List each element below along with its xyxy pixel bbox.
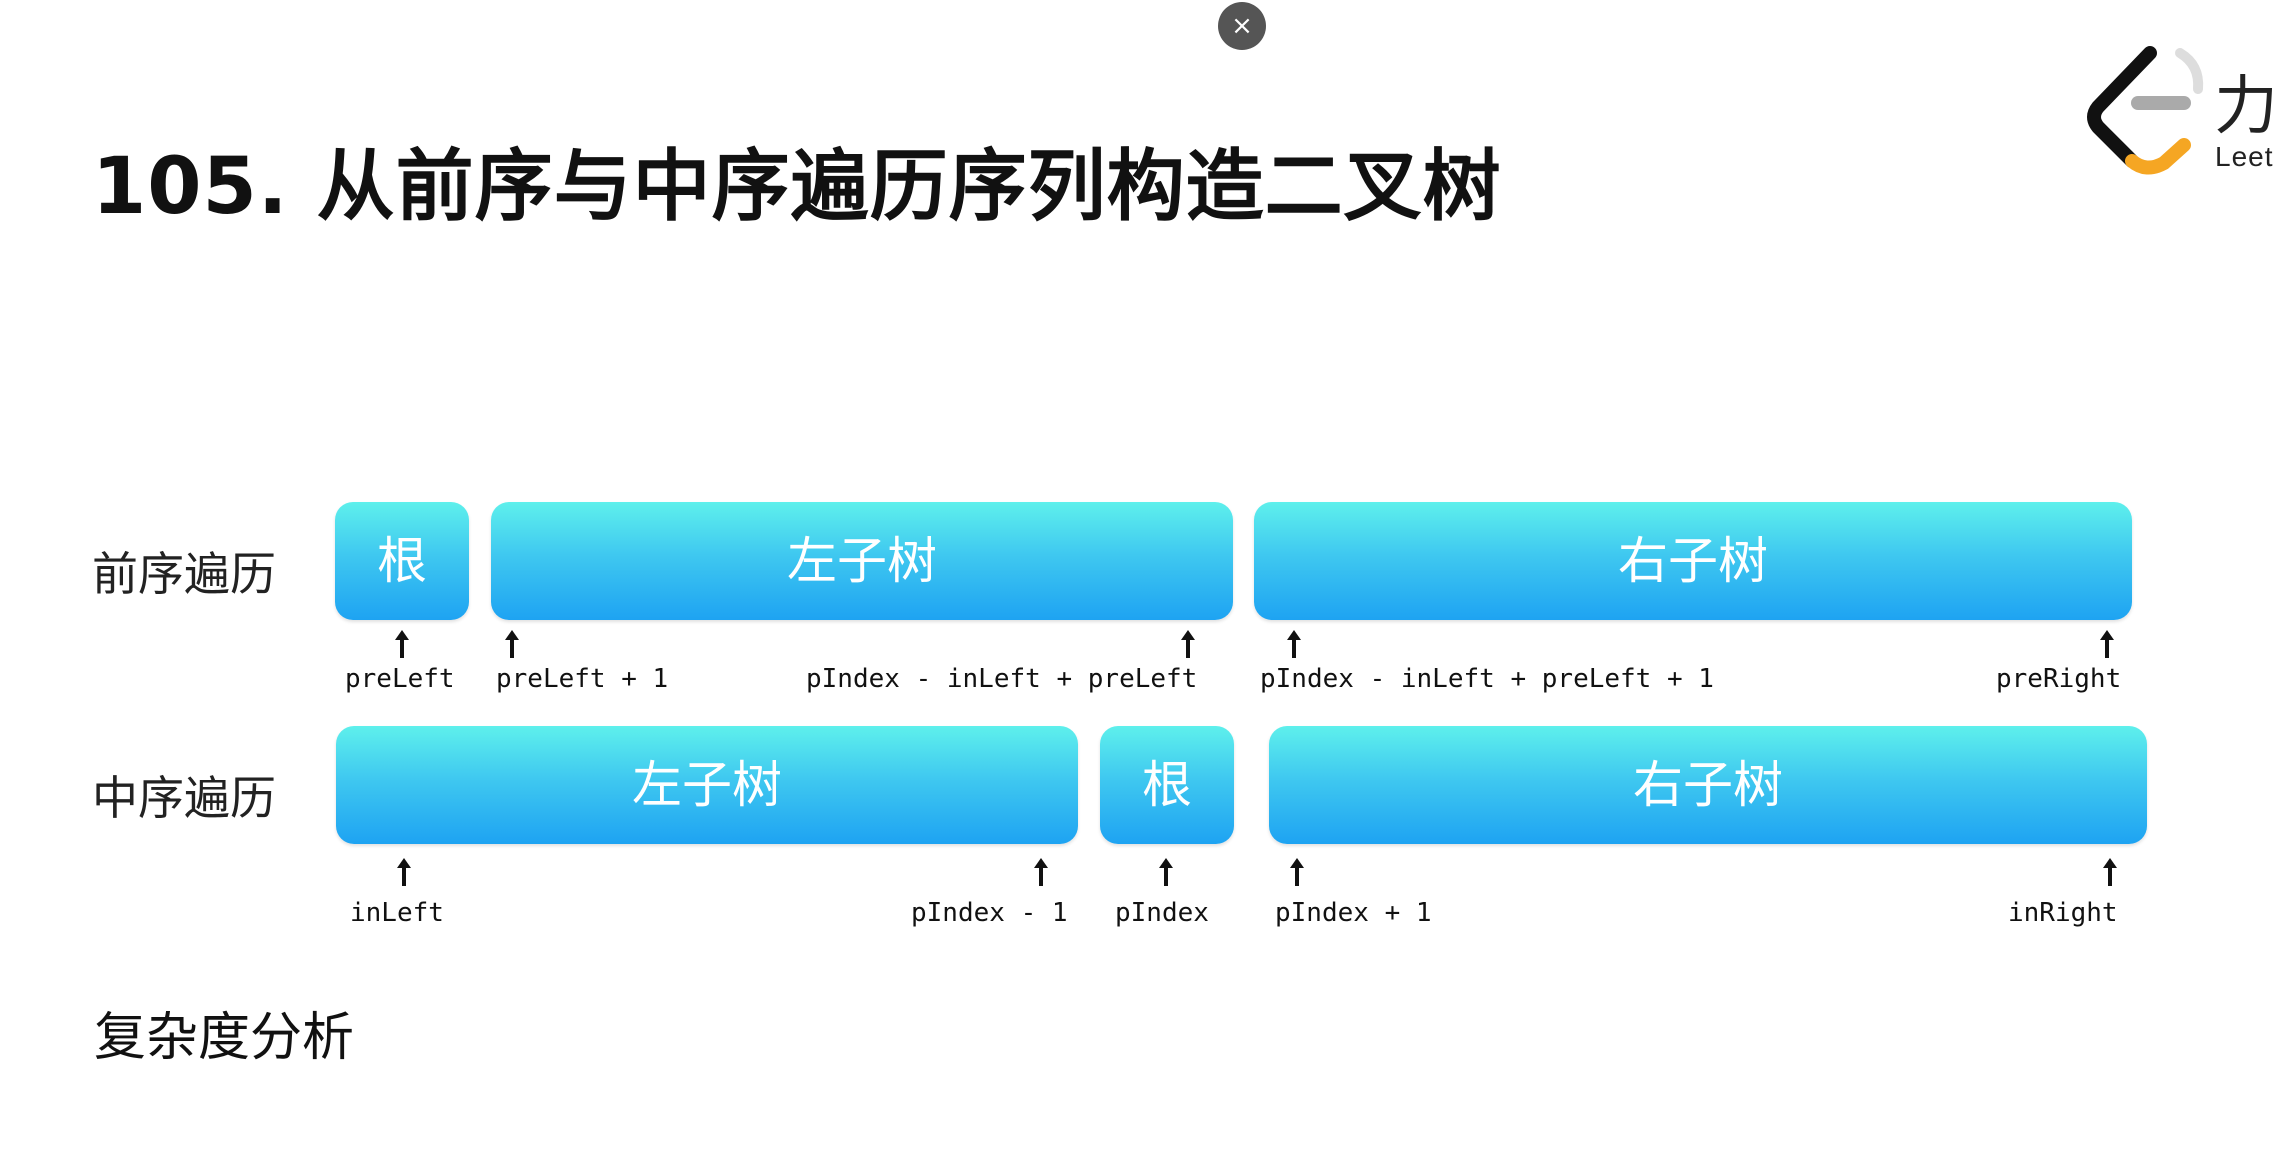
pointer-pindex: pIndex [1115,898,1209,928]
arrow-up-icon [397,858,411,886]
preorder-right-subtree-segment: 右子树 [1254,502,2132,620]
pointer-pre-left-end: pIndex - inLeft + preLeft [806,664,1198,694]
preorder-root-segment: 根 [335,502,469,620]
pointer-pre-right: preRight [1996,664,2122,694]
arrow-up-icon [1159,858,1173,886]
inorder-root-segment: 根 [1100,726,1234,844]
arrow-up-icon [2100,630,2114,658]
logo-text-en: Leet [2215,141,2274,172]
pointer-in-left: inLeft [350,898,444,928]
close-button[interactable]: × [1218,2,1266,50]
arrow-up-icon [1290,858,1304,886]
logo-text-cn: 力 [2214,70,2275,144]
arrow-up-icon [505,630,519,658]
arrow-up-icon [1034,858,1048,886]
preorder-left-subtree-segment: 左子树 [491,502,1233,620]
page-title: 105. 从前序与中序遍历序列构造二叉树 [92,142,1502,232]
inorder-right-subtree-segment: 右子树 [1269,726,2147,844]
arrow-up-icon [2103,858,2117,886]
leetcode-logo-icon [2087,46,2204,175]
pointer-pindex-plus-one: pIndex + 1 [1275,898,1432,928]
leetcode-logo: 力 Leet [2080,45,2275,185]
pointer-in-right: inRight [2008,898,2118,928]
close-icon: × [1231,11,1253,41]
inorder-label: 中序遍历 [92,771,276,825]
arrow-up-icon [1181,630,1195,658]
arrow-up-icon [1287,630,1301,658]
section-heading: 复杂度分析 [94,1008,355,1068]
pointer-pre-left-plus-one: preLeft + 1 [496,664,669,694]
pointer-pindex-minus-one: pIndex - 1 [911,898,1068,928]
preorder-label: 前序遍历 [92,547,276,601]
pointer-pre-right-start: pIndex - inLeft + preLeft + 1 [1260,664,1714,694]
inorder-left-subtree-segment: 左子树 [336,726,1078,844]
arrow-up-icon [395,630,409,658]
pointer-pre-left: preLeft [345,664,455,694]
